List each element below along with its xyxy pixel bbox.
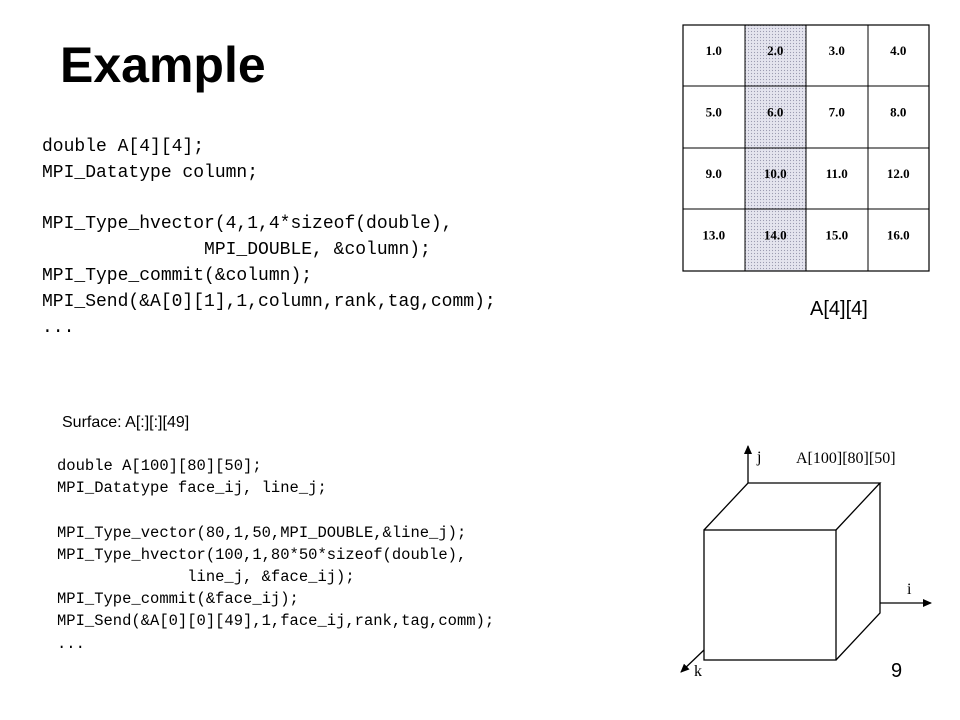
cube-top-face [703, 482, 882, 531]
matrix-cell-value: 4.0 [890, 43, 906, 58]
matrix-cell-value: 16.0 [887, 228, 910, 243]
matrix-cell-value: 2.0 [767, 43, 783, 58]
matrix-cell-value: 5.0 [706, 105, 722, 120]
page-number: 9 [891, 660, 903, 682]
cube-side-face [835, 483, 881, 661]
k-axis-label: k [694, 663, 702, 680]
matrix-cell-value: 8.0 [890, 105, 906, 120]
matrix-cell-value: 6.0 [767, 105, 783, 120]
matrix-cell-value: 7.0 [829, 105, 845, 120]
matrix-cell-value: 10.0 [764, 166, 787, 181]
code-block-face-example: double A[100][80][50]; MPI_Datatype face… [57, 457, 495, 653]
matrix-cell-value: 13.0 [702, 228, 725, 243]
cube-diagram: j i k A[100][80][50] [680, 445, 932, 680]
matrix-cell-value: 11.0 [826, 166, 848, 181]
matrix-cell-value: 14.0 [764, 228, 787, 243]
k-axis-arrow [680, 649, 705, 673]
code-block-column-example: double A[4][4]; MPI_Datatype column; MPI… [42, 137, 496, 338]
cube-dimensions-label: A[100][80][50] [796, 450, 896, 467]
matrix-cell-value: 9.0 [706, 166, 722, 181]
matrix-cell-value: 1.0 [706, 43, 722, 58]
matrix-cell-value: 12.0 [887, 166, 910, 181]
j-axis-label: j [756, 449, 761, 466]
matrix-cell-value: 15.0 [825, 228, 848, 243]
matrix-cell-value: 3.0 [829, 43, 845, 58]
i-axis-label: i [907, 581, 912, 598]
slide-title: Example [60, 37, 266, 93]
cube-front-face [703, 529, 837, 661]
matrix-caption: A[4][4] [810, 298, 868, 320]
surface-label: Surface: A[:][:][49] [62, 414, 190, 431]
matrix-grid: 1.0 2.0 3.0 4.0 5.0 6.0 7.0 8.0 9.0 10.0 11.0 12.0 1… [682, 24, 930, 272]
